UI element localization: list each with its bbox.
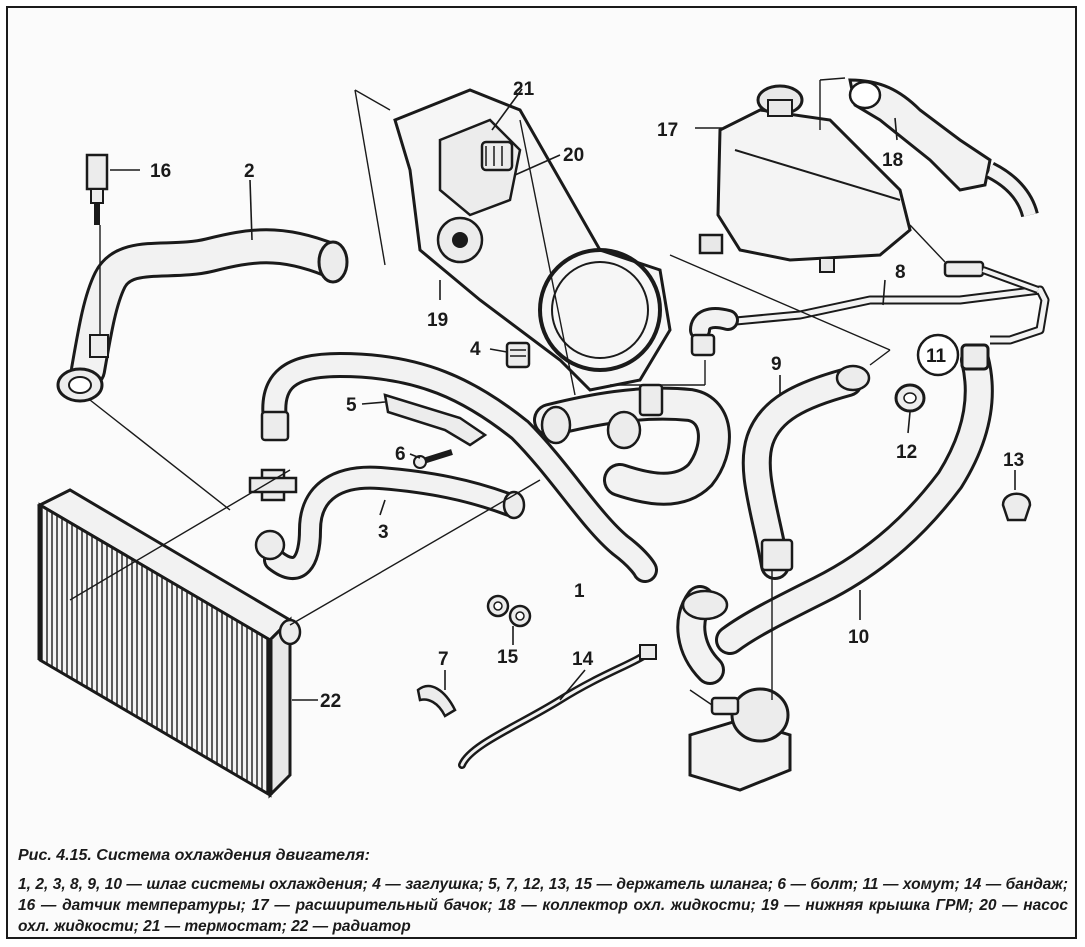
auxiliary-pump [688, 687, 792, 792]
callout-11: 11 [926, 346, 947, 367]
callout-1: 1 [574, 581, 585, 602]
center-hose-assembly [533, 383, 731, 506]
radiator-22 [36, 488, 302, 799]
holder-12 [894, 383, 926, 413]
callout-19: 19 [427, 310, 448, 331]
callout-7: 7 [438, 649, 449, 670]
bolt-6 [413, 449, 453, 469]
callout-12: 12 [896, 442, 917, 463]
caption-title: Рис. 4.15. Система охлаждения двигателя: [18, 847, 370, 864]
coolant-manifold-18 [848, 78, 1039, 218]
hose-9 [741, 364, 871, 580]
plug-4 [505, 341, 531, 369]
callout-22: 22 [320, 691, 341, 712]
callout-20: 20 [563, 145, 584, 166]
clamp-11 [916, 333, 990, 377]
callout-3: 3 [378, 522, 389, 543]
callout-5: 5 [346, 395, 357, 416]
connection-lines [69, 77, 946, 706]
hose-1 [260, 351, 658, 583]
caption-legend: 1, 2, 3, 8, 9, 10 — шлаг системы охлажде… [18, 876, 1068, 935]
hose-3 [248, 465, 526, 580]
callout-14: 14 [572, 649, 594, 670]
holder-13 [1001, 492, 1032, 522]
holder-7 [416, 684, 457, 718]
cooling-system-diagram: 1 2 3 4 5 6 7 8 9 10 11 12 13 14 15 16 1… [36, 77, 1050, 799]
callout-labels: 1 2 3 4 5 6 7 8 9 10 11 12 13 14 15 16 1… [150, 79, 1024, 712]
timing-cover-19 [393, 88, 672, 392]
thermostat-21 [480, 140, 514, 172]
callout-18: 18 [882, 150, 903, 171]
temperature-sensor-16 [85, 153, 109, 225]
callout-21: 21 [513, 79, 535, 100]
hose-10 [676, 345, 994, 685]
callout-17: 17 [657, 120, 678, 141]
callout-6: 6 [395, 444, 406, 465]
holder-5 [383, 393, 488, 447]
callout-4: 4 [470, 339, 481, 360]
hose-2 [56, 228, 349, 403]
callout-15: 15 [497, 647, 519, 668]
callout-16: 16 [150, 161, 171, 182]
holder-15 [486, 594, 532, 628]
callout-13: 13 [1003, 450, 1024, 471]
callout-10: 10 [848, 627, 869, 648]
hose-8 [689, 260, 1050, 357]
callout-8: 8 [895, 262, 906, 283]
callout-2: 2 [244, 161, 255, 182]
expansion-tank-17 [698, 84, 912, 273]
callout-9: 9 [771, 354, 782, 375]
figure-caption: Рис. 4.15. Система охлаждения двигателя:… [18, 845, 1068, 937]
callout-leaders [110, 88, 1016, 701]
strap-14 [458, 644, 657, 769]
